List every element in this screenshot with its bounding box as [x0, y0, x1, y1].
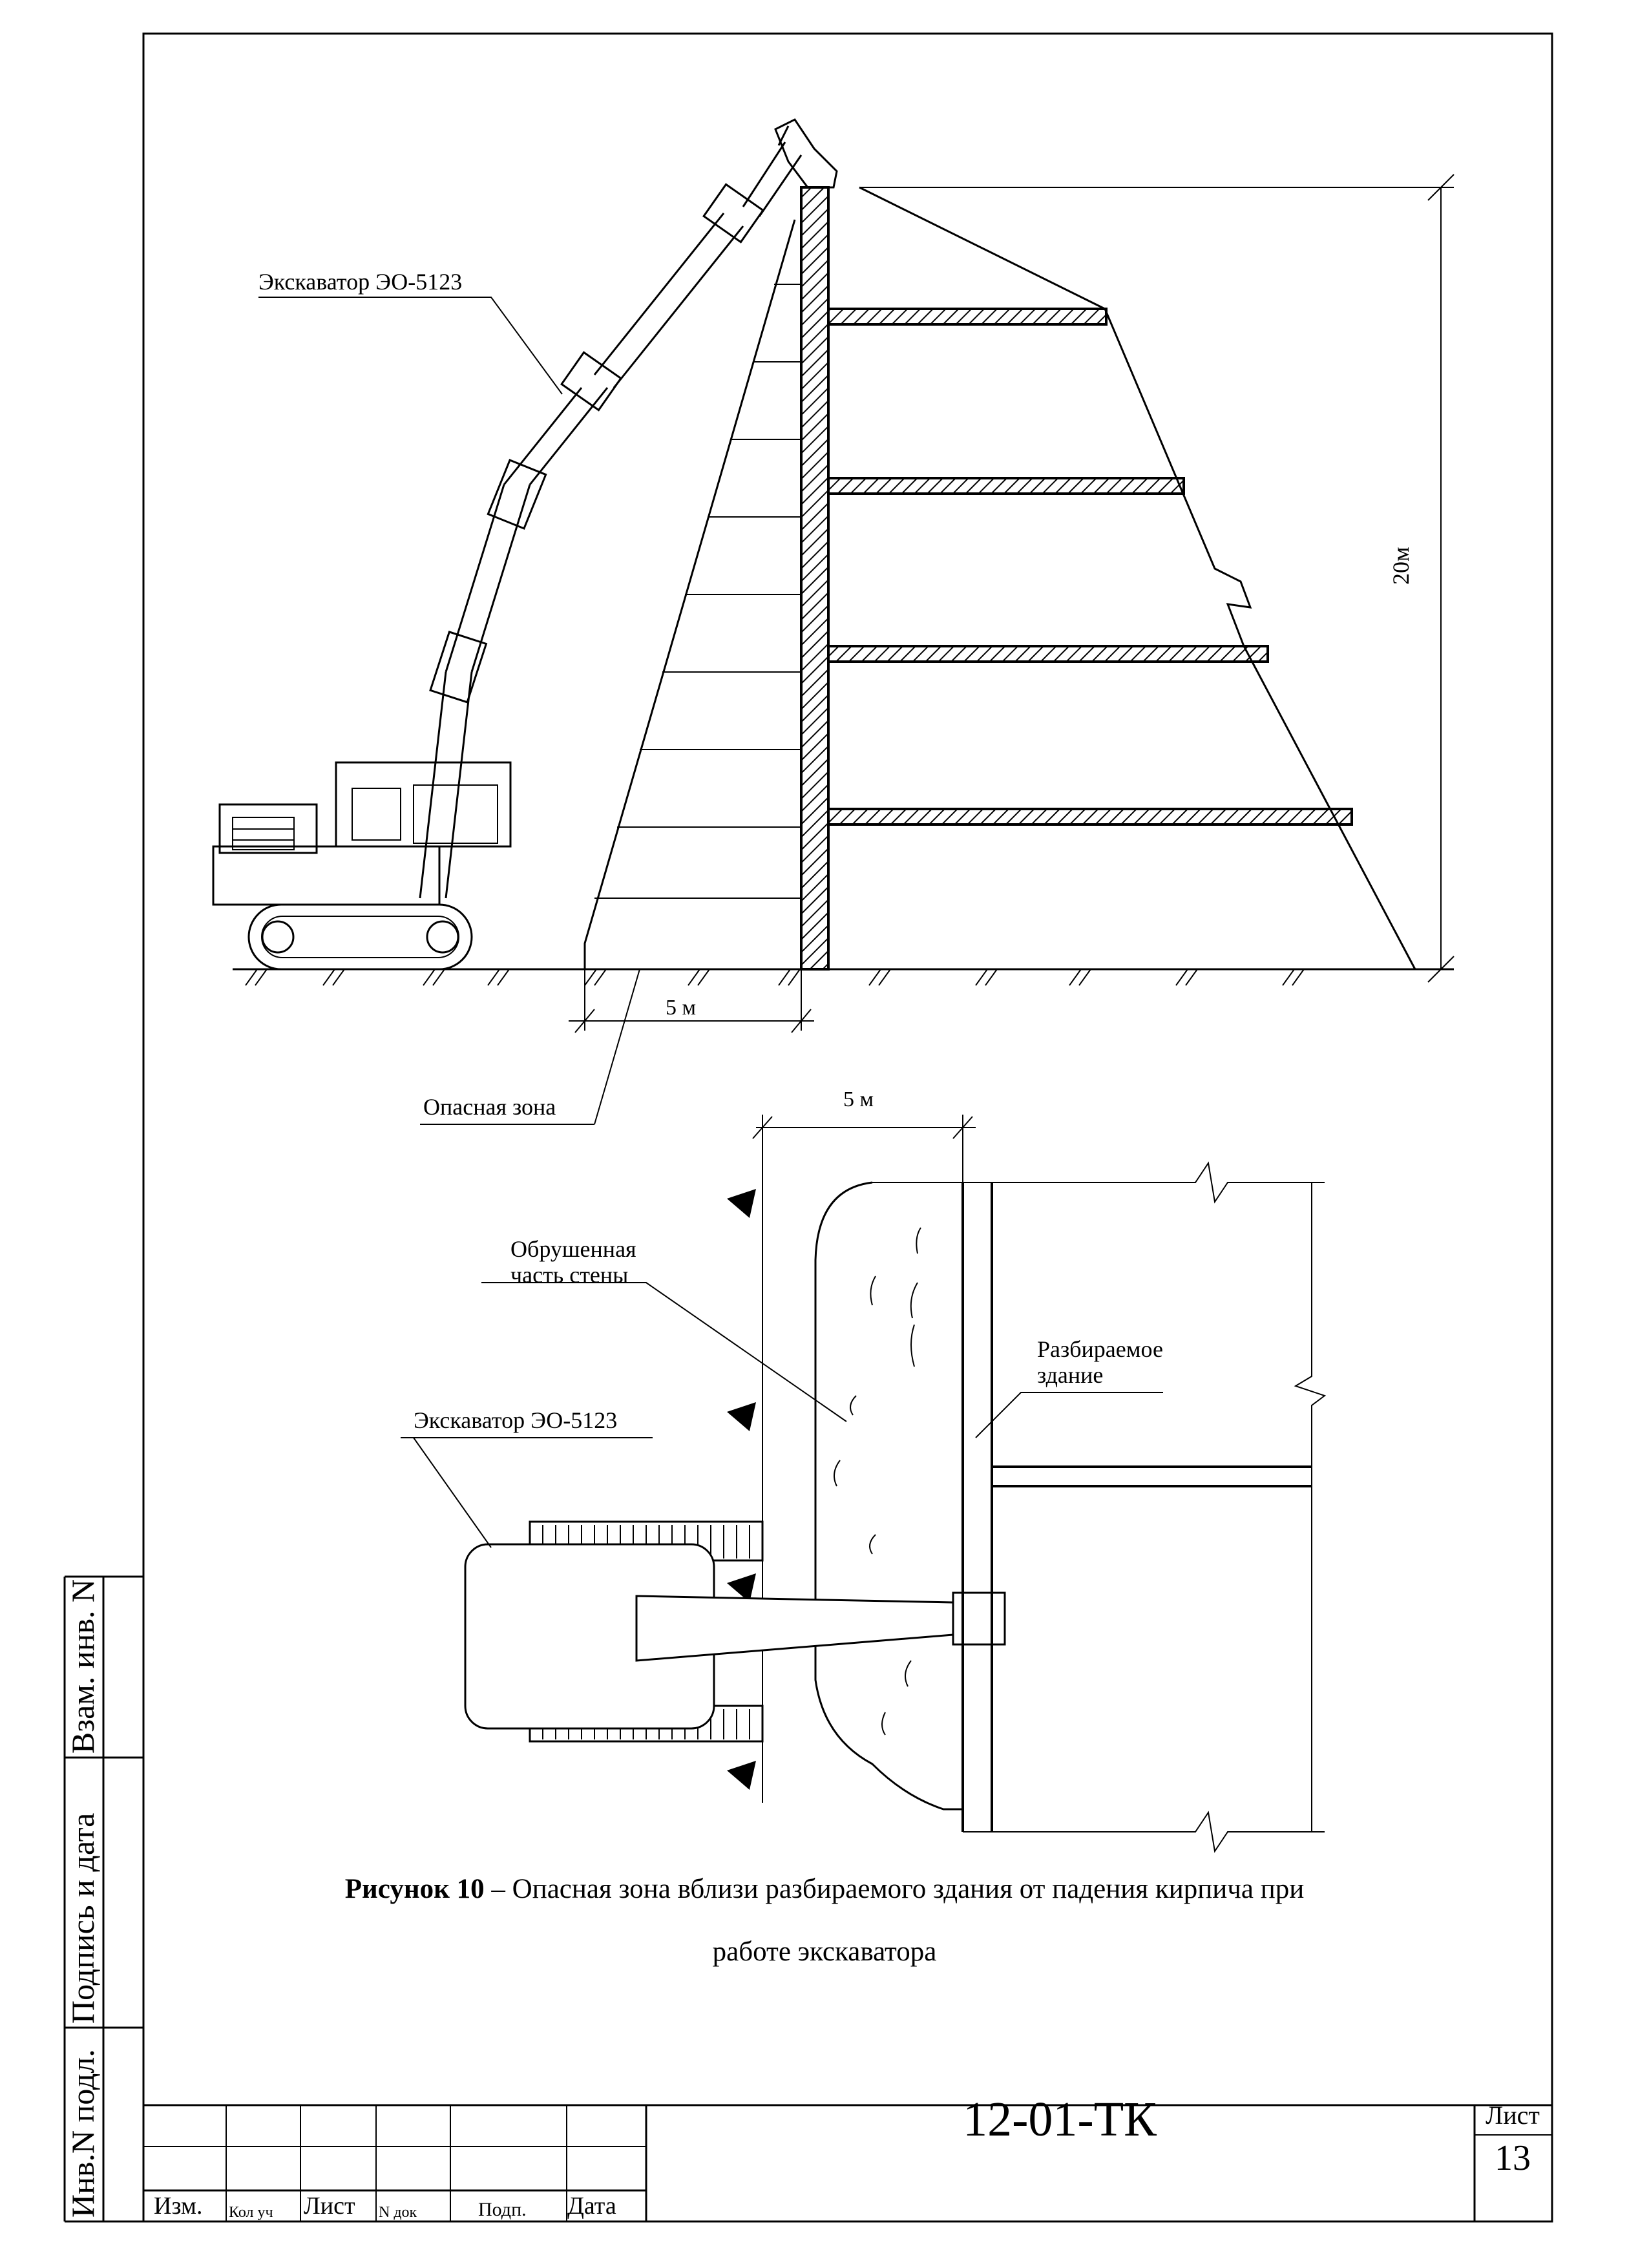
excavator-plan	[464, 1520, 954, 1743]
title-block-col-date: Дата	[567, 2192, 616, 2220]
zone-width-label-plan: 5 м	[843, 1087, 874, 1111]
plan-building	[872, 1161, 1327, 1853]
plan-view	[401, 1115, 1327, 1853]
title-block-col-doc: N док	[379, 2204, 417, 2221]
title-block-col-sign: Подп.	[478, 2199, 527, 2220]
document-code: 12-01-ТК	[963, 2092, 1157, 2147]
floor-slabs	[827, 308, 1353, 826]
figure-caption-line1: Рисунок 10 – Опасная зона вблизи разбира…	[0, 1873, 1649, 1906]
title-block-col-change: Изм.	[154, 2192, 203, 2220]
ground-hatch	[245, 969, 1305, 986]
excavator-leader-top	[258, 297, 563, 395]
figure-caption-text: – Опасная зона вблизи разбираемого здани…	[484, 1874, 1305, 1904]
collapsed-part-label-line1: Обрушенная	[510, 1236, 636, 1262]
sheet-frame	[142, 32, 1553, 2223]
collapsed-part-label-line2: часть стены	[510, 1262, 628, 1288]
building-label-line1: Разбираемое	[1037, 1336, 1163, 1362]
excavator-label-top: Экскаватор ЭО-5123	[258, 269, 462, 295]
collapse-envelope	[859, 186, 1416, 970]
zone-width-label-top: 5 м	[666, 996, 696, 1020]
elevation-view	[212, 118, 1455, 1125]
sheet-number: 13	[1495, 2138, 1531, 2178]
sheet-label: Лист	[1486, 2101, 1540, 2130]
boundary-markers	[727, 1189, 756, 1790]
excavator-elevation	[212, 118, 838, 971]
height-dimension	[859, 174, 1455, 983]
danger-zone-label: Опасная зона	[423, 1094, 556, 1120]
title-block-grid	[143, 2104, 1552, 2221]
debris-outline	[814, 1181, 963, 1811]
title-block-col-count: Кол уч	[229, 2204, 273, 2221]
side-stamp-frame	[63, 1575, 143, 2223]
excavator-label-plan: Экскаватор ЭО-5123	[414, 1407, 617, 1433]
plan-leaders	[401, 1282, 1163, 1548]
title-block-col-sheet: Лист	[304, 2192, 355, 2220]
danger-zone-rungs	[594, 284, 801, 899]
figure-caption-number: Рисунок 10	[344, 1874, 485, 1904]
height-dimension-label: 20м	[1388, 547, 1414, 585]
debris-marks	[834, 1227, 921, 1736]
building-label-line2: здание	[1037, 1362, 1103, 1388]
zone-width-dimension	[420, 943, 814, 1125]
plan-width-dimension	[752, 1115, 976, 1803]
figure-caption-line2: работе экскаватора	[712, 1937, 937, 1967]
building-wall	[800, 186, 830, 971]
